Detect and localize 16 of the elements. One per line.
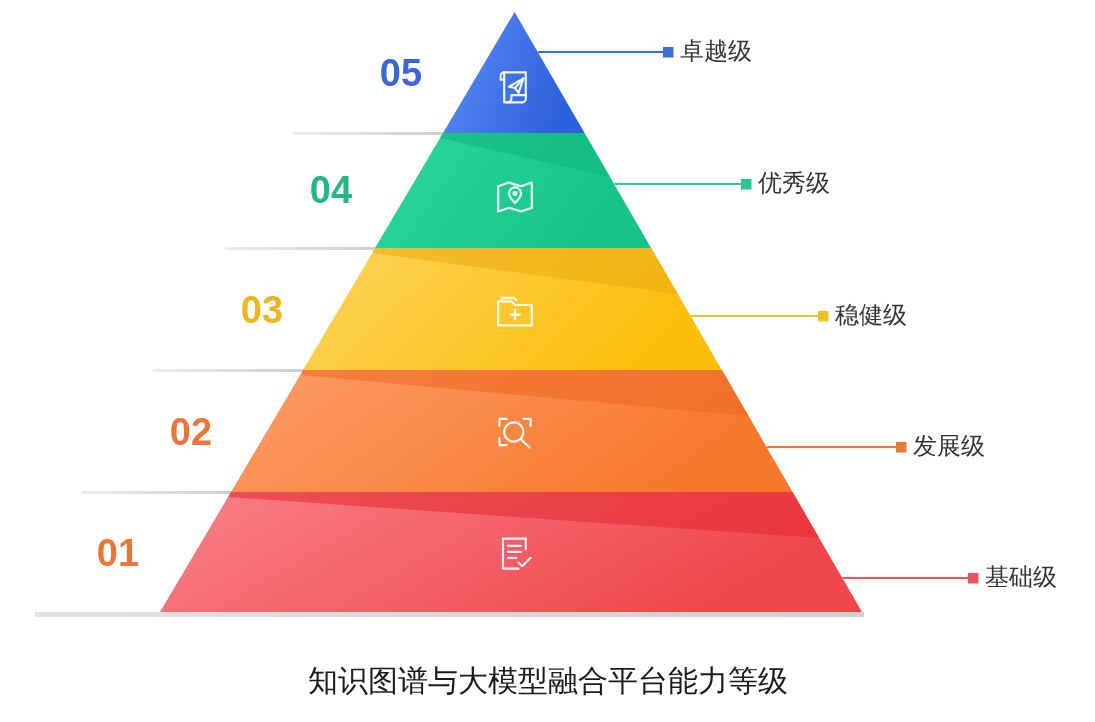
caption: 知识图谱与大模型融合平台能力等级 (307, 662, 788, 700)
leader-line (841, 572, 979, 584)
level-label: 基础级 (985, 562, 1057, 592)
leader-line (537, 46, 674, 58)
leader-line (689, 310, 829, 322)
level-label: 优秀级 (758, 168, 830, 198)
level-label: 卓越级 (680, 36, 752, 66)
leader-line (765, 441, 907, 453)
leader-line (613, 178, 752, 190)
level-number: 05 (379, 53, 423, 93)
level-number: 03 (240, 290, 284, 330)
level-label: 发展级 (913, 431, 985, 461)
level-label: 稳健级 (835, 300, 907, 330)
level-number: 01 (96, 533, 140, 573)
level-number: 04 (309, 170, 353, 210)
level-number: 02 (169, 412, 213, 452)
